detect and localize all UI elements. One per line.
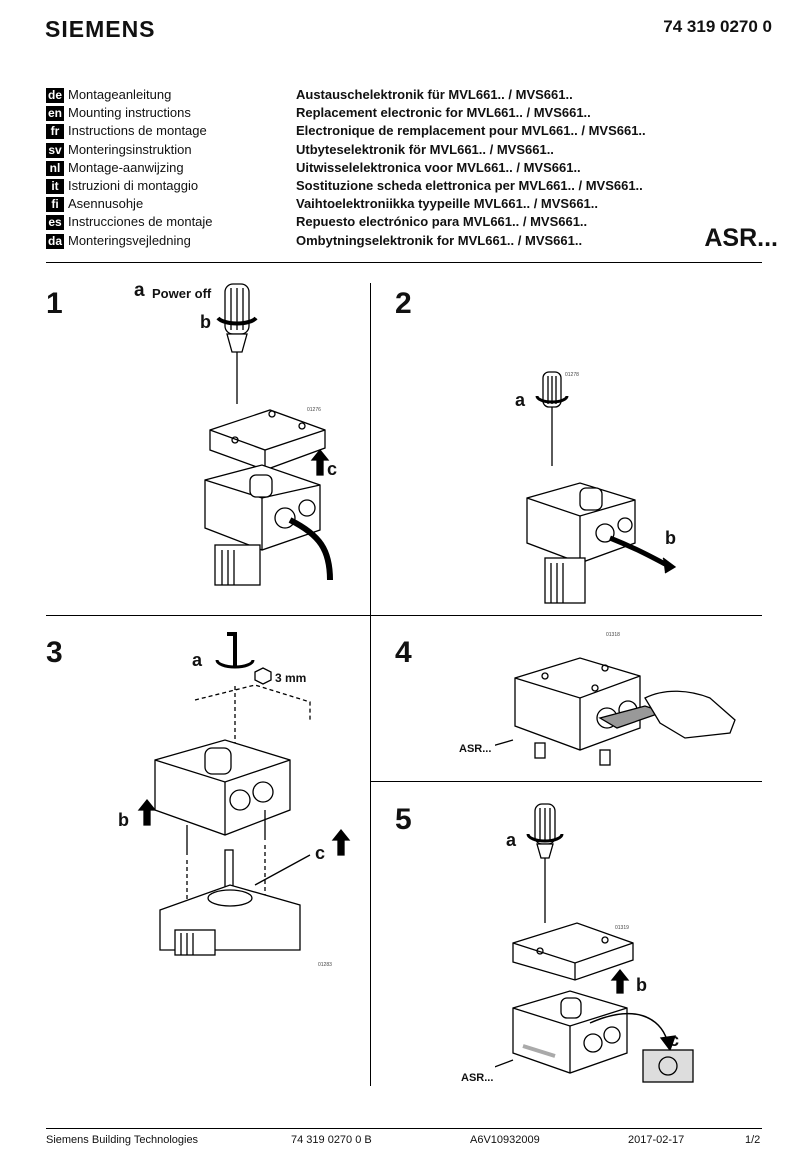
- lang-title: Electronique de remplacement pour MVL661…: [296, 123, 646, 139]
- lang-code: fi: [46, 197, 64, 213]
- asr-label: ASR...: [459, 743, 492, 755]
- footer-reference: A6V10932009: [470, 1134, 540, 1146]
- power-off-label: Power off: [152, 286, 212, 301]
- lang-row-it: it Istruzioni di montaggio Sostituzione …: [46, 177, 766, 195]
- lang-code: da: [46, 233, 64, 249]
- lang-name: Asennusohje: [68, 196, 144, 212]
- step-5-label-b: b: [636, 975, 647, 995]
- lang-name: Istruzioni di montaggio: [68, 177, 199, 193]
- figure-code: 01283: [318, 962, 332, 968]
- footer-company: Siemens Building Technologies: [46, 1134, 199, 1146]
- hex-size-label: 3 mm: [275, 671, 307, 685]
- footer-divider: [46, 1128, 762, 1129]
- lang-name: Montageanleitung: [68, 87, 172, 102]
- lang-title: Sostituzione scheda elettronica per MVL6…: [296, 177, 643, 193]
- figure-code: 01278: [565, 372, 579, 378]
- lang-row-en: en Mounting instructions Replacement ele…: [46, 104, 766, 122]
- lang-name: Monteringsinstruktion: [68, 141, 192, 157]
- lang-title: Ombytningselektronik for MVL661.. / MVS6…: [296, 232, 583, 248]
- lang-code: it: [46, 178, 64, 194]
- step-3-illustration: [137, 632, 351, 956]
- step-4-number: 4: [395, 636, 412, 669]
- language-title-table: de Montageanleitung Austauschelektronik …: [46, 86, 766, 250]
- lang-name: Mounting instructions: [68, 105, 191, 121]
- step-2-number: 2: [395, 287, 412, 320]
- document-number: 74 319 0270 0: [663, 17, 772, 36]
- step-3-label-c: c: [315, 843, 326, 863]
- siemens-logo: SIEMENS: [45, 16, 156, 42]
- lang-title: Vaihtoelektroniikka tyypeille MVL661.. /…: [296, 196, 599, 212]
- lang-code: es: [46, 215, 64, 231]
- step-2-label-a: a: [515, 390, 526, 410]
- step-3-label-b: b: [118, 810, 129, 830]
- step-2-illustration: [526, 371, 677, 604]
- lang-title: Utbyteselektronik för MVL661.. / MVS661.…: [296, 141, 554, 157]
- step-1-illustration: [204, 283, 333, 586]
- lang-row-da: da Monteringsvejledning Ombytningselektr…: [46, 232, 766, 250]
- lang-code: nl: [46, 160, 64, 176]
- lang-title: Replacement electronic for MVL661.. / MV…: [296, 105, 591, 121]
- lang-name: Montage-aanwijzing: [68, 159, 184, 175]
- lang-row-nl: nl Montage-aanwijzing Uitwisselelektroni…: [46, 159, 766, 177]
- lang-title: Uitwisselelektronica voor MVL661.. / MVS…: [296, 159, 581, 175]
- figure-code: 01318: [606, 632, 620, 638]
- footer-doc-number: 74 319 0270 0 B: [291, 1134, 372, 1146]
- lang-title: Repuesto electrónico para MVL661.. / MVS…: [296, 214, 588, 230]
- lang-code: de: [46, 88, 64, 103]
- step-5-number: 5: [395, 803, 412, 836]
- grid-divider-row1: [46, 615, 762, 616]
- footer-date: 2017-02-17: [628, 1134, 685, 1146]
- lang-code: sv: [46, 142, 64, 158]
- grid-vertical-divider: [370, 283, 371, 1086]
- lang-title: Austauschelektronik für MVL661.. / MVS66…: [296, 87, 573, 102]
- lang-row-de: de Montageanleitung Austauschelektronik …: [46, 86, 766, 104]
- lang-code: fr: [46, 124, 64, 140]
- grid-divider-step4-5: [370, 781, 762, 782]
- step-3-label-a: a: [192, 650, 203, 670]
- lang-row-es: es Instrucciones de montaje Repuesto ele…: [46, 213, 766, 231]
- step-1-label-a: a: [134, 280, 145, 301]
- lang-name: Instructions de montage: [68, 123, 207, 139]
- lang-row-fr: fr Instructions de montage Electronique …: [46, 122, 766, 140]
- footer-page-number: 1/2: [745, 1134, 761, 1146]
- step-1-label-b: b: [200, 312, 211, 332]
- lang-name: Instrucciones de montaje: [68, 214, 213, 230]
- figure-code: 01276: [307, 407, 321, 413]
- asr-label: ASR...: [461, 1072, 494, 1084]
- lang-row-fi: fi Asennusohje Vaihtoelektroniikka tyype…: [46, 195, 766, 213]
- step-3-number: 3: [46, 636, 63, 669]
- step-2-label-b: b: [665, 528, 676, 548]
- step-4-illustration: [495, 657, 736, 766]
- product-label: ASR...: [704, 224, 778, 252]
- lang-code: en: [46, 106, 64, 122]
- step-5-illustration: [495, 803, 694, 1083]
- step-1-label-c: c: [327, 459, 338, 479]
- step-5-label-a: a: [506, 830, 517, 850]
- lang-name: Monteringsvejledning: [68, 232, 191, 248]
- figure-code: 01319: [615, 925, 629, 931]
- header-divider: [46, 262, 762, 263]
- step-1-number: 1: [46, 287, 63, 320]
- lang-row-sv: sv Monteringsinstruktion Utbyteselektron…: [46, 141, 766, 159]
